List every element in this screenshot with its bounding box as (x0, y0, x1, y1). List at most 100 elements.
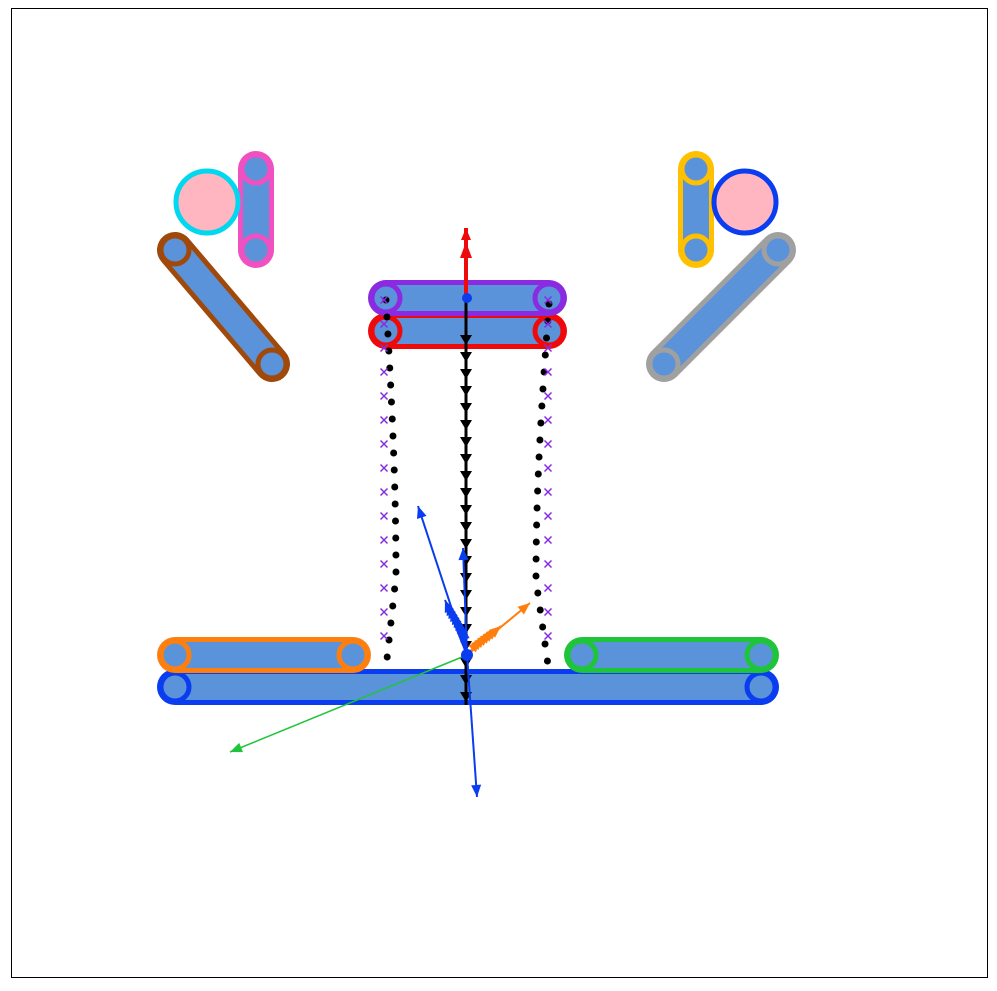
trajectory-cross (379, 367, 389, 377)
right-arm-link-joint (647, 347, 681, 381)
trajectory-cross (543, 391, 553, 401)
trajectory-cross (379, 511, 389, 521)
trajectory-dot (533, 504, 541, 512)
force-arrowhead (460, 352, 472, 362)
trajectory-dot (384, 330, 392, 338)
base-link-joint (158, 670, 192, 704)
trajectory-dot (391, 500, 399, 508)
trajectory-cross (379, 607, 389, 617)
right-foot-link-joint (744, 638, 778, 672)
trajectory-dot (536, 436, 544, 444)
axes-frame (11, 8, 988, 978)
green-force-arrow-head (230, 742, 243, 753)
trajectory-dot (383, 653, 391, 661)
trajectory-dot (392, 517, 400, 525)
trajectory-cross (543, 607, 553, 617)
top-com-point (462, 293, 472, 303)
force-arrowhead (460, 539, 472, 549)
trajectory-dot (383, 313, 391, 321)
trajectory-dot (392, 568, 400, 576)
trajectory-cross (543, 487, 553, 497)
middle-link-joint (532, 314, 566, 348)
trajectory-dot (390, 466, 398, 474)
blue-force-arrow-head (471, 784, 482, 797)
force-arrowhead (460, 471, 472, 481)
trajectory-dot (533, 521, 541, 529)
up-force-arrowhead (460, 242, 472, 258)
force-arrowhead (460, 590, 472, 600)
trajectory-cross (379, 343, 389, 353)
base-link-joint (744, 670, 778, 704)
trajectory-dot (532, 538, 540, 546)
orange-force-arrow-head (517, 603, 530, 615)
trajectory-dot (382, 296, 390, 304)
trajectory-dot (392, 534, 400, 542)
trajectory-cross (379, 463, 389, 473)
trajectory-dot (534, 470, 542, 478)
blue-force-arrow (466, 654, 478, 798)
trajectory-cross (543, 295, 553, 305)
force-arrowhead (460, 437, 472, 447)
left-hand-link-joint (239, 233, 273, 267)
left-head (173, 168, 241, 236)
trajectory-cross (543, 631, 553, 641)
trajectory-dot (387, 398, 395, 406)
trajectory-dot (535, 453, 543, 461)
trajectory-cross (379, 583, 389, 593)
trajectory-dot (536, 606, 544, 614)
left-foot-link-joint (336, 638, 370, 672)
trajectory-cross (543, 559, 553, 569)
trajectory-dot (532, 555, 540, 563)
trajectory-dot (391, 585, 399, 593)
blue-force-arrow-head (416, 506, 427, 519)
trajectory-cross (543, 319, 553, 329)
trajectory-cross (543, 415, 553, 425)
force-arrowhead (460, 386, 472, 396)
base-com-point (461, 649, 473, 661)
right-hand-link-joint (679, 152, 713, 186)
trajectory-dot (539, 385, 547, 393)
trajectory-dot (391, 483, 399, 491)
trajectory-dot (392, 551, 400, 559)
trajectory-dot (389, 602, 397, 610)
trajectory-dot (390, 449, 398, 457)
force-arrowhead (460, 454, 472, 464)
force-arrowhead (460, 369, 472, 379)
left-arm-link (162, 237, 285, 377)
trajectory-cross (379, 487, 389, 497)
right-hand-link-joint (679, 233, 713, 267)
trajectory-cross (543, 463, 553, 473)
left-arm-link-joint (255, 347, 289, 381)
force-arrowhead (460, 335, 472, 345)
trajectory-cross (379, 535, 389, 545)
trajectory-dot (389, 432, 397, 440)
trajectory-cross (543, 511, 553, 521)
right-arm-link-joint (761, 233, 795, 267)
green-force-arrow (229, 654, 468, 753)
trajectory-dot (537, 419, 545, 427)
trajectory-dot (539, 623, 547, 631)
trajectory-cross (379, 559, 389, 569)
trajectory-cross (379, 319, 389, 329)
trajectory-dot (534, 589, 542, 597)
force-arrowhead (460, 488, 472, 498)
trajectory-dot (534, 487, 542, 495)
trajectory-dot (543, 334, 551, 342)
blue-force-arrow-head (458, 548, 469, 561)
trajectory-cross (543, 367, 553, 377)
trajectory-cross (543, 439, 553, 449)
trajectory-dot (388, 415, 396, 423)
trajectory-cross (543, 535, 553, 545)
trajectory-dot (387, 381, 395, 389)
trajectory-dot (385, 347, 393, 355)
force-arrowhead (460, 420, 472, 430)
trajectory-cross (379, 631, 389, 641)
trajectory-dot (543, 657, 551, 665)
right-foot-link-joint (565, 638, 599, 672)
trajectory-cross (543, 583, 553, 593)
force-arrowhead (460, 505, 472, 515)
right-arm-link (651, 237, 791, 377)
left-hand-link-joint (239, 152, 273, 186)
